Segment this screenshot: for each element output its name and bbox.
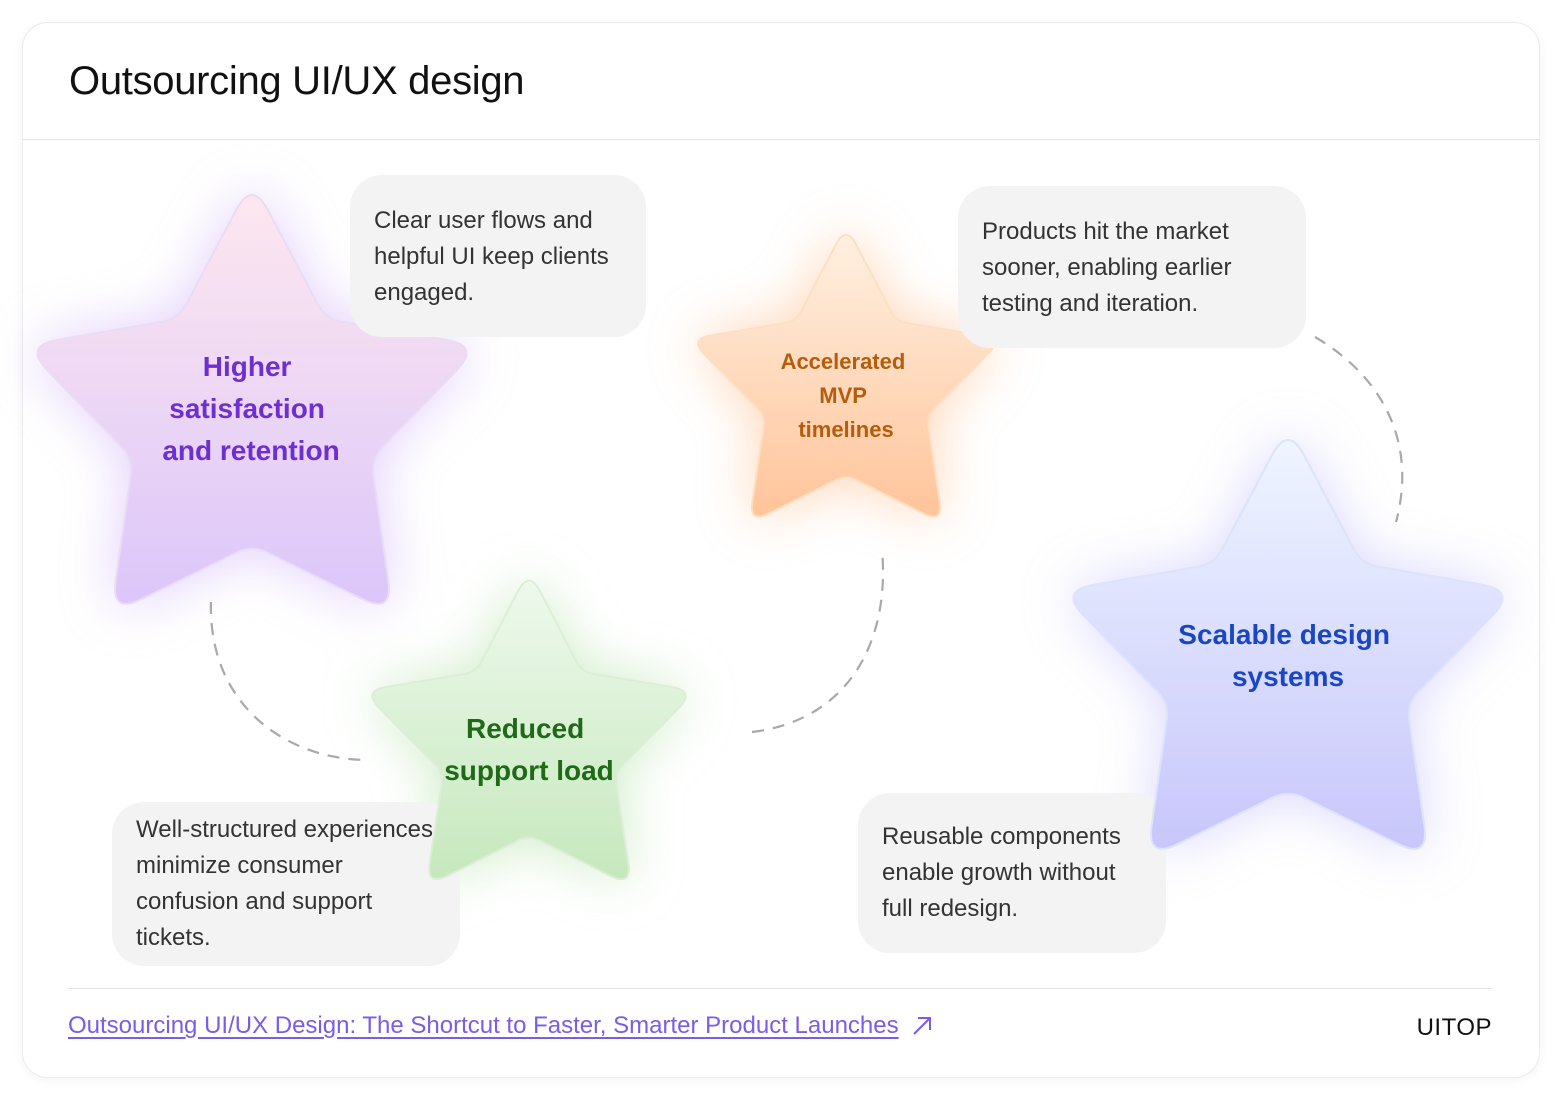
star-higher-satisfaction	[36, 194, 468, 605]
description-bubble: Well-structured experiences minimize con…	[112, 802, 460, 966]
connectors	[209, 336, 1404, 762]
card-header: Outsourcing UI/UX design	[23, 23, 1539, 140]
connector-satisfaction-support	[209, 601, 366, 762]
star-accelerated-mvp	[697, 233, 995, 518]
source-link[interactable]: Outsourcing UI/UX Design: The Shortcut t…	[68, 1012, 899, 1039]
description-bubble: Clear user flows and helpful UI keep cli…	[350, 175, 646, 337]
star-label-accelerated-mvp: Accelerated MVP timelines	[781, 349, 912, 442]
star-label-higher-satisfaction: Higher satisfaction and retention	[162, 351, 339, 466]
connector-support-mvp	[751, 549, 885, 734]
source: Outsourcing UI/UX Design: The Shortcut t…	[68, 1012, 935, 1040]
arrow-up-right-icon[interactable]	[909, 1013, 935, 1039]
footer-divider	[68, 988, 1492, 989]
connector-mvp-scalable	[1314, 336, 1404, 523]
page-title: Outsourcing UI/UX design	[69, 59, 525, 103]
description-bubble: Reusable components enable growth withou…	[858, 793, 1166, 953]
brand-logo: UITOP	[1416, 1014, 1492, 1041]
description-bubble: Products hit the market sooner, enabling…	[958, 186, 1306, 348]
